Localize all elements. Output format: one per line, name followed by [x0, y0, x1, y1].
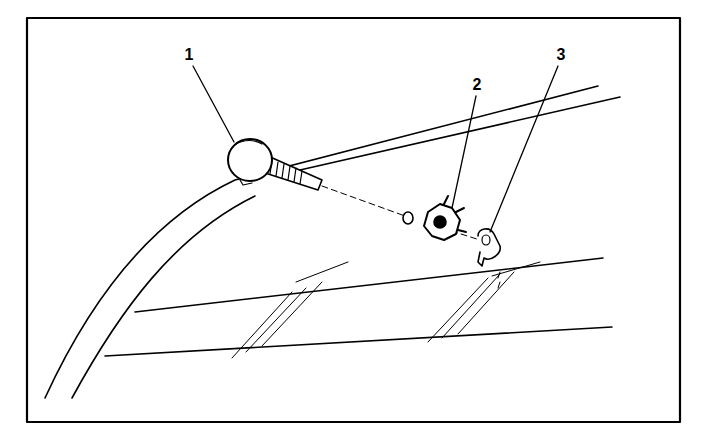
frame-border — [27, 18, 680, 422]
knob-part — [228, 139, 322, 190]
nut-part — [424, 196, 466, 240]
glass-line — [105, 327, 612, 356]
panel-edge — [45, 86, 598, 398]
callout-number-wrap: 1 — [184, 46, 195, 64]
leader-line — [452, 96, 476, 208]
panel-line — [300, 97, 620, 170]
clip-hint — [498, 272, 500, 288]
callout-number-wrap: 2 — [472, 76, 483, 94]
glass-line — [135, 258, 603, 312]
callout-number-wrap: 3 — [556, 46, 567, 64]
callout-number: 3 — [556, 46, 567, 63]
assembly-axis — [322, 186, 480, 240]
callout-number: 2 — [472, 76, 483, 93]
callout-number: 1 — [184, 46, 195, 63]
washer-part — [403, 212, 413, 224]
clip-part — [478, 229, 500, 266]
glass-hatch — [232, 262, 540, 358]
leader-line — [490, 66, 558, 232]
panel-edge-inner — [72, 196, 255, 398]
leader-lines — [193, 66, 558, 232]
leader-line — [193, 66, 234, 142]
